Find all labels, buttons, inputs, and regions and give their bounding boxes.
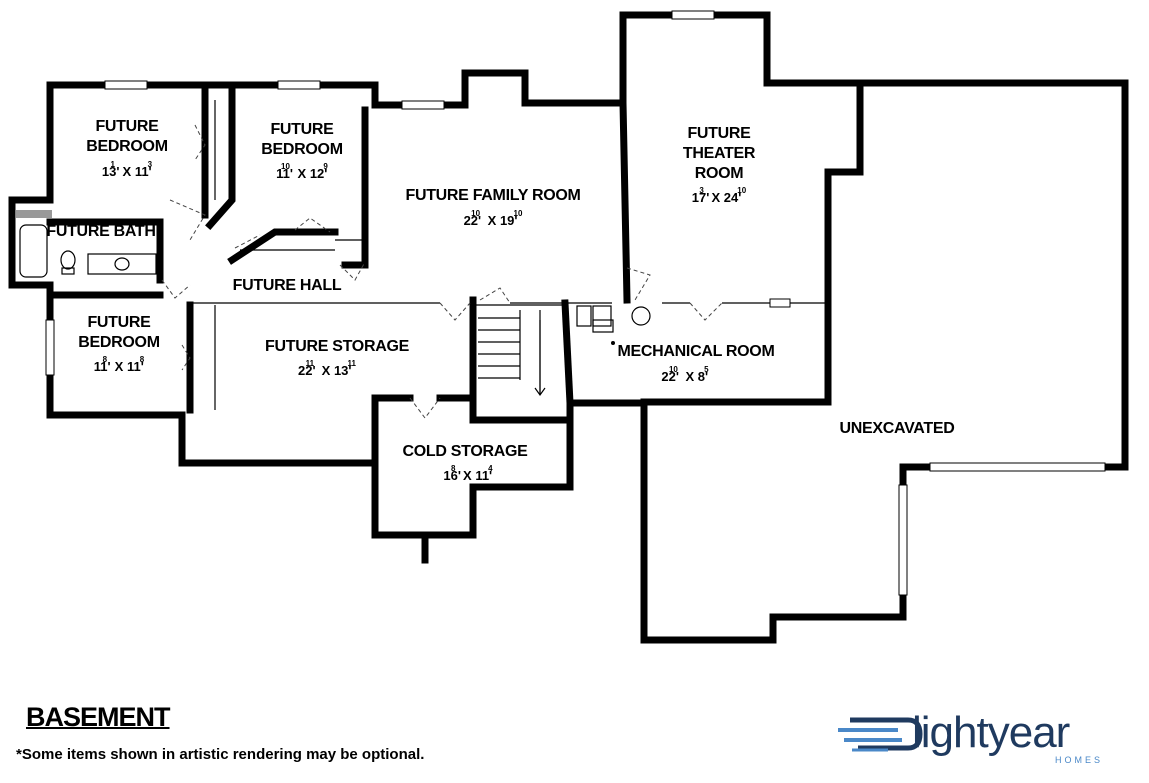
windows	[45, 10, 1106, 596]
door-swings	[161, 124, 723, 419]
family-room-label: FUTURE FAMILY ROOM	[405, 187, 580, 204]
exterior-walls	[8, 11, 1129, 644]
room-family: FUTURE FAMILY ROOM 22'10 X 19'10	[405, 187, 580, 228]
brand-sub: HOMES	[1055, 755, 1104, 765]
bedroom-1-label-2: BEDROOM	[86, 138, 167, 155]
theater-label-2: THEATER	[683, 145, 756, 162]
theater-label: FUTURE	[687, 125, 751, 142]
bedroom-3-label: FUTURE	[87, 314, 151, 331]
bedroom-3-label-2: BEDROOM	[78, 334, 159, 351]
bedroom-2-dimensions: 11'10 X 12'9	[276, 162, 328, 181]
brand-name: lightyear	[912, 708, 1070, 757]
room-cold-storage: COLD STORAGE 16'8 X 11'4	[402, 443, 528, 483]
bedroom-2-label: FUTURE	[270, 121, 334, 138]
bedroom-1-dimensions: 13'1 X 11'3	[102, 160, 153, 179]
room-storage: FUTURE STORAGE 22'11 X 13'11	[265, 338, 410, 378]
bedroom-2-label-2: BEDROOM	[261, 141, 342, 158]
cold-storage-label: COLD STORAGE	[402, 443, 528, 460]
unexcavated-label: UNEXCAVATED	[840, 420, 955, 437]
room-bedroom-2: FUTURE BEDROOM 11'10 X 12'9	[261, 121, 343, 181]
room-bedroom-3: FUTURE BEDROOM 11'8 X 11'8	[78, 314, 160, 374]
bath-label: FUTURE BATH	[46, 223, 155, 240]
bedroom-1-label: FUTURE	[95, 118, 159, 135]
storage-label: FUTURE STORAGE	[265, 338, 410, 355]
bath-fixtures	[16, 210, 157, 278]
family-room-dimensions: 22'10 X 19'10	[464, 209, 523, 228]
plan-note: *Some items shown in artistic rendering …	[16, 746, 425, 763]
mechanical-dimensions: 22'10 X 8'5	[661, 365, 709, 384]
cold-storage-dimensions: 16'8 X 11'4	[443, 464, 493, 483]
interior-walls	[46, 81, 864, 467]
storage-dimensions: 22'11 X 13'11	[298, 359, 357, 378]
bedroom-3-dimensions: 11'8 X 11'8	[94, 355, 145, 374]
lightyear-logo-icon	[838, 717, 923, 752]
mechanical-label: MECHANICAL ROOM	[618, 343, 775, 360]
room-theater: FUTURE THEATER ROOM 17'3 X 24'10	[683, 125, 756, 205]
plan-title: BASEMENT	[26, 702, 171, 732]
room-bedroom-1: FUTURE BEDROOM 13'1 X 11'3	[86, 118, 168, 179]
stairs	[478, 317, 546, 397]
theater-dimensions: 17'3 X 24'10	[692, 186, 747, 205]
mechanical-fixtures	[576, 305, 651, 345]
hall-label: FUTURE HALL	[233, 277, 342, 294]
room-mechanical: MECHANICAL ROOM 22'10 X 8'5	[618, 343, 775, 384]
theater-label-3: ROOM	[695, 165, 744, 182]
